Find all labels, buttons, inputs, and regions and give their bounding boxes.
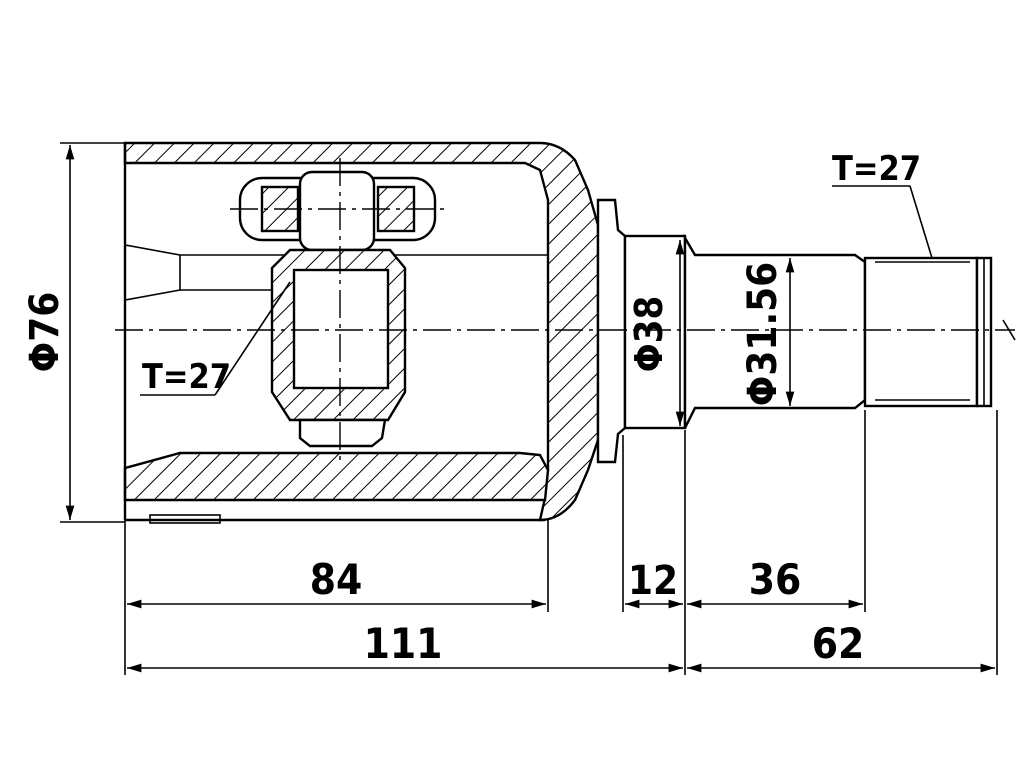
dim-total-housing-length: 111 [364,619,443,668]
dim-shaft-diameter: Φ31.56 [740,262,786,406]
dimension-lines [60,142,998,675]
dim-outer-diameter: Φ76 [22,292,68,373]
stub-shaft [683,233,993,429]
dim-collar-diameter: Φ38 [627,296,671,373]
dim-collar-length: 12 [628,558,678,604]
dim-inner-spline-teeth: T=27 [142,357,231,397]
dim-shaft-length: 36 [749,555,802,604]
housing [123,141,600,524]
dim-housing-length: 84 [310,555,363,604]
dim-outer-spline-teeth: T=27 [832,149,921,189]
dim-stub-total-length: 62 [812,619,865,668]
tripod-roller [238,170,437,448]
